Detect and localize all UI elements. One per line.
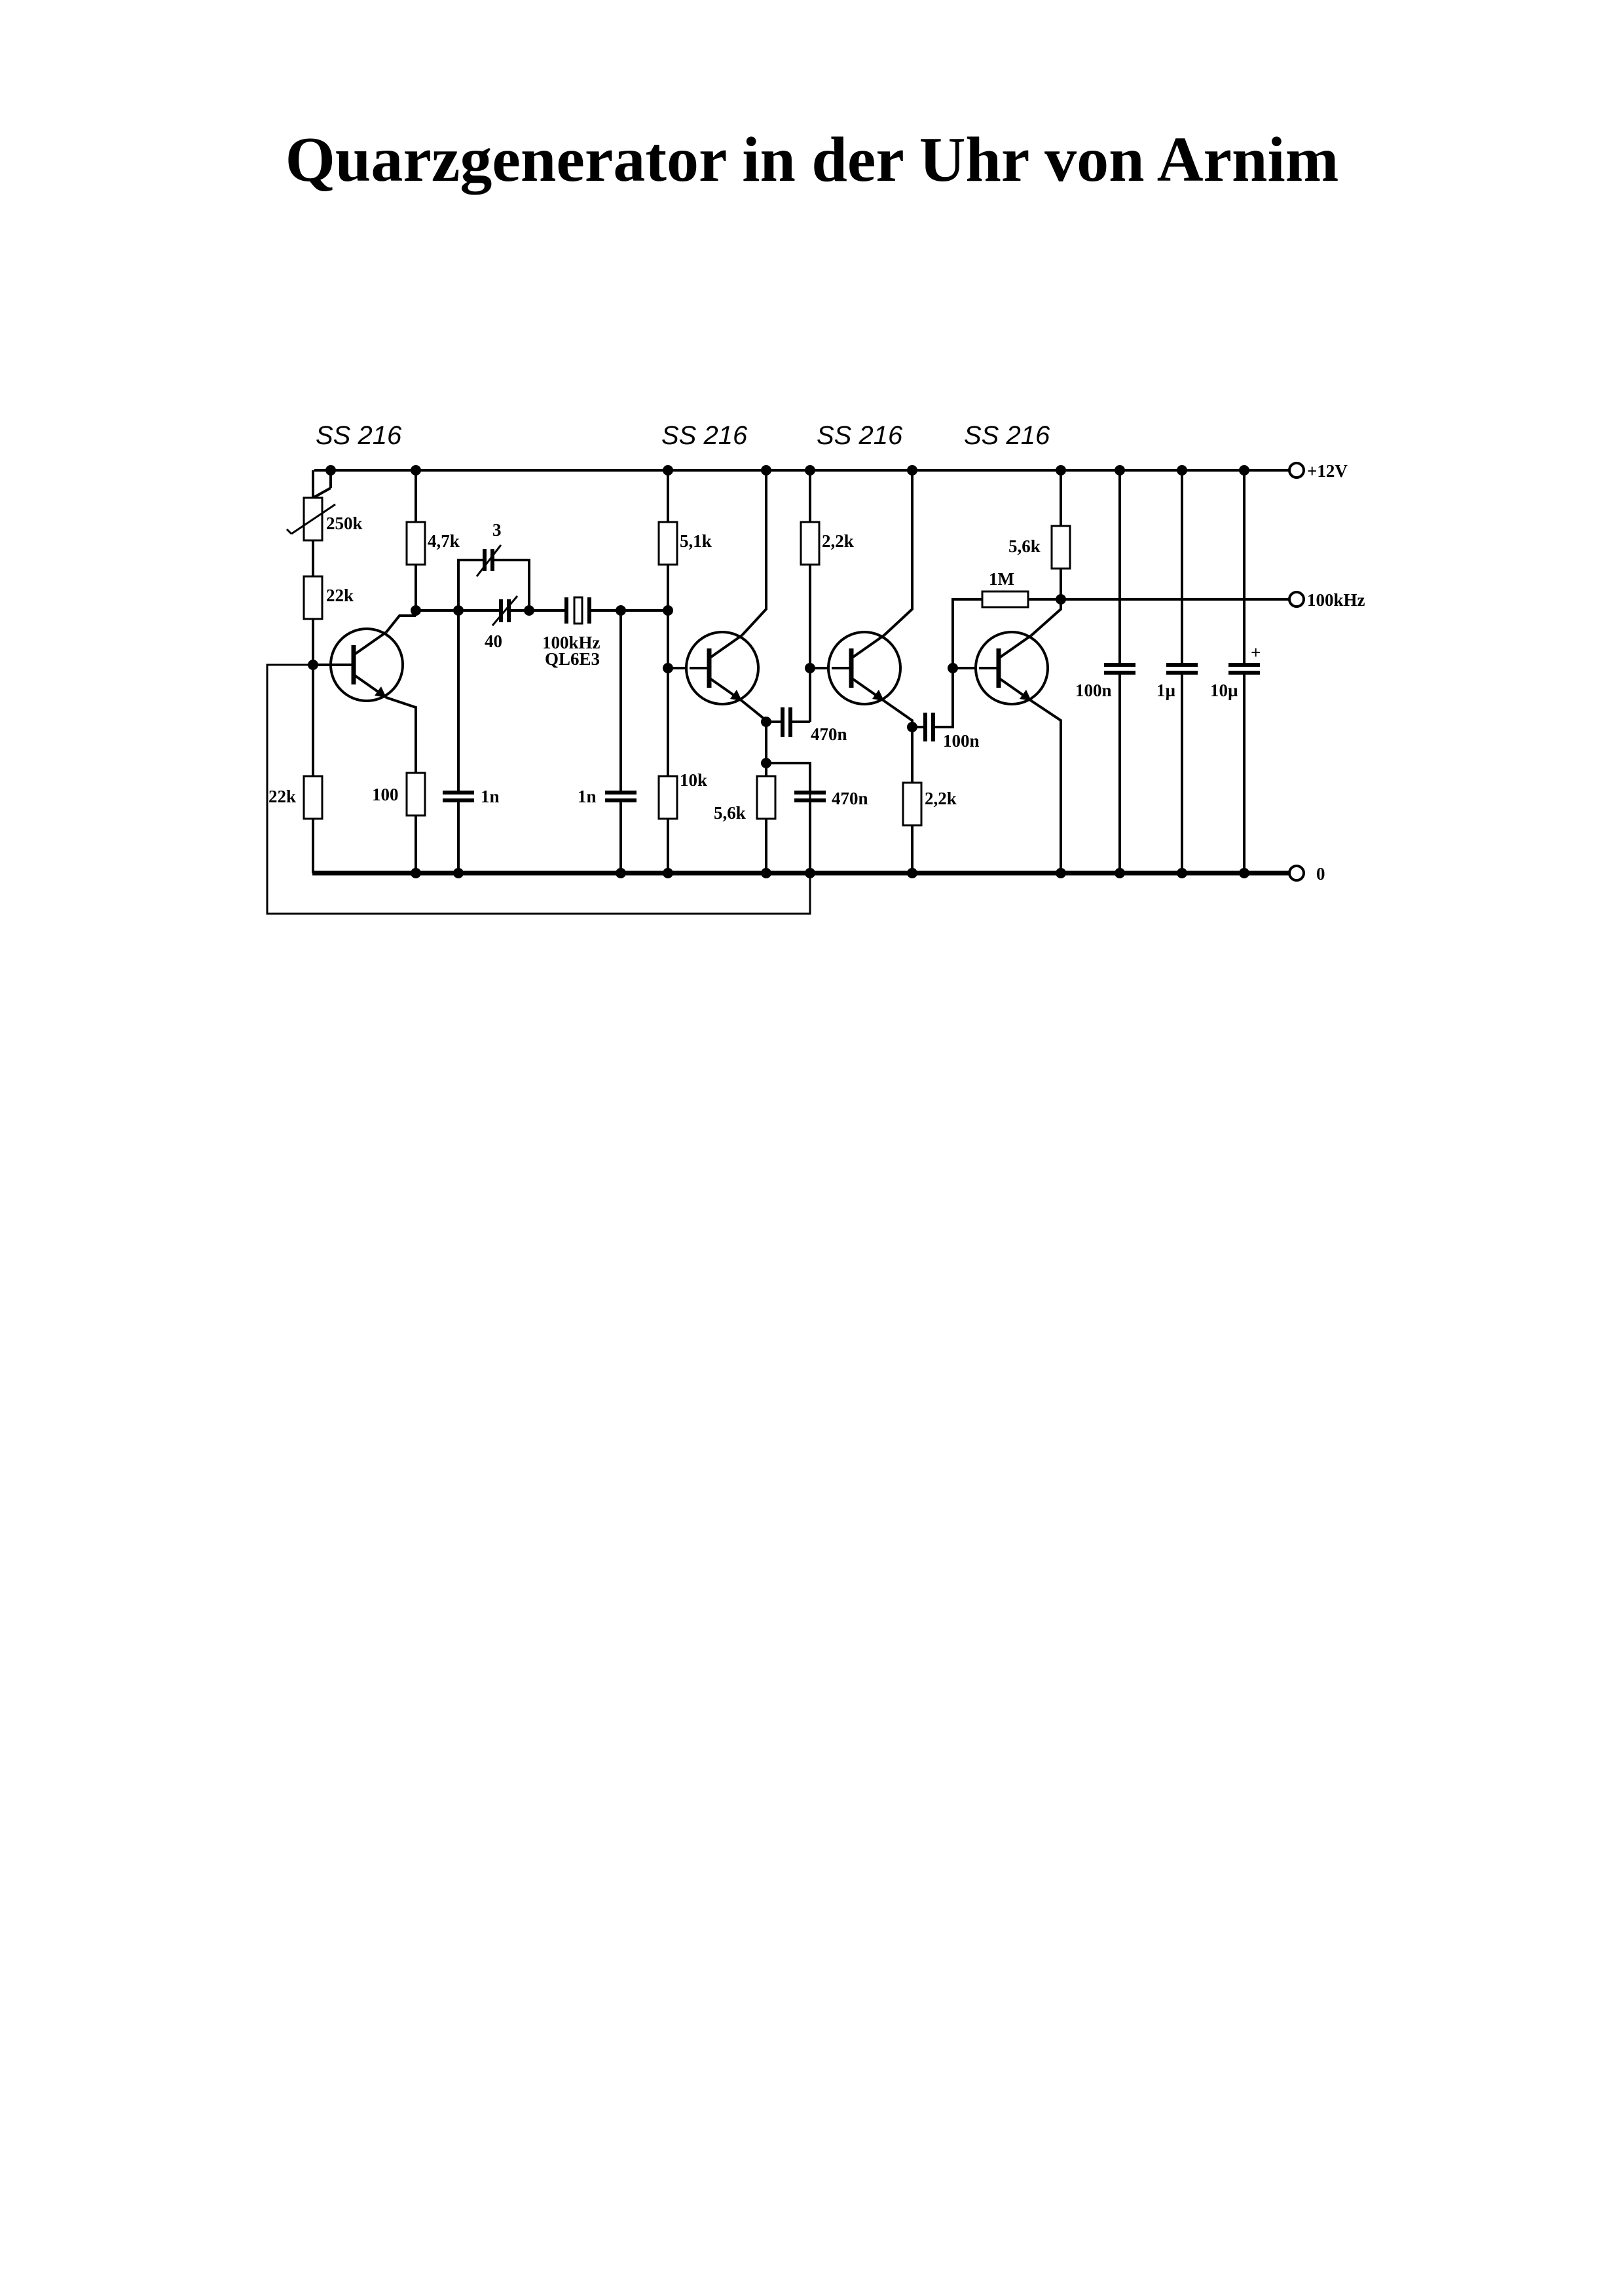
ground-terminal-label: 0 — [1316, 864, 1325, 884]
transistor-4-arrow — [1020, 690, 1031, 701]
wire — [951, 598, 982, 668]
cap-filter-3-label: 10µ — [1210, 681, 1238, 700]
resistor-emitter-1-label: 100 — [372, 785, 399, 804]
resistor-base-2-bottom — [657, 775, 678, 820]
resistor-bias-bottom-label: 22k — [268, 787, 296, 806]
resistor-emitter-1 — [405, 772, 426, 817]
wire — [766, 762, 811, 793]
cap-filter-1-label: 100n — [1075, 681, 1112, 700]
resistor-collector-4-label: 5,6k — [1008, 536, 1041, 556]
resistor-bias-top — [303, 575, 323, 620]
transistor-3 — [827, 631, 902, 705]
trimpot-arrow — [291, 503, 336, 535]
resistor-base-2-bottom-label: 10k — [680, 770, 707, 790]
transistor-label-1: SS 216 — [316, 421, 402, 450]
output-terminal — [1288, 591, 1305, 608]
transistor-label-2: SS 216 — [661, 421, 748, 450]
resistor-emitter-3-label: 2,2k — [925, 789, 957, 808]
resistor-bias-bottom — [303, 775, 323, 820]
cap-coupling-3-label: 100n — [943, 731, 980, 751]
cap-1n-left-label: 1n — [481, 787, 500, 806]
ground-terminal — [1288, 865, 1305, 882]
transistor-1-collector — [352, 631, 388, 656]
cap-emitter-2-label: 470n — [832, 789, 868, 808]
wire — [492, 559, 530, 610]
wire — [883, 700, 913, 783]
wire — [312, 487, 331, 499]
resistor-collector-4 — [1050, 525, 1071, 570]
page-title: Quarzgenerator in der Uhr von Arnim — [285, 124, 1339, 195]
wire — [741, 470, 767, 637]
junction-dots — [308, 465, 1249, 878]
resistor-feedback-4 — [981, 590, 1029, 608]
cap-filter-2-label: 1µ — [1156, 681, 1176, 700]
cap-1n-right-label: 1n — [578, 787, 597, 806]
trimcap-small-arrow — [475, 544, 502, 577]
output-terminal-label: 100kHz — [1307, 590, 1365, 610]
wire — [1030, 569, 1062, 637]
supply-terminal — [1288, 462, 1305, 479]
cap-filter-3-polarity: + — [1251, 643, 1261, 662]
resistor-emitter-2 — [756, 775, 777, 820]
supply-terminal-label: +12V — [1307, 461, 1348, 481]
trimcap-small-label: 3 — [492, 520, 502, 540]
crystal — [573, 596, 583, 625]
transistor-label-4: SS 216 — [964, 421, 1050, 450]
trimcap-large-label: 40 — [485, 631, 502, 651]
crystal-frequency-label: 100kHz — [542, 633, 600, 652]
resistor-collector-1-label: 4,7k — [428, 531, 460, 551]
transistor-2-arrow — [730, 690, 742, 701]
trimpot-label: 250k — [326, 514, 363, 533]
wire — [386, 696, 417, 773]
resistor-collector-3 — [800, 521, 821, 566]
resistor-emitter-3 — [902, 781, 923, 827]
wire — [933, 668, 954, 728]
resistor-base-2-top — [657, 521, 678, 566]
transistor-1-arrow — [375, 686, 386, 698]
resistor-feedback-4-label: 1M — [989, 569, 1014, 589]
cap-coupling-2-label: 470n — [811, 724, 847, 744]
wire — [883, 470, 913, 637]
wire — [457, 559, 485, 610]
trimcap-large-arrow — [491, 595, 519, 626]
crystal-type-label: QL6E3 — [545, 649, 600, 669]
transistor-4 — [974, 631, 1049, 705]
wire — [385, 614, 416, 633]
wire — [1030, 700, 1062, 873]
resistor-base-2-top-label: 5,1k — [680, 531, 712, 551]
transistor-3-arrow — [872, 690, 884, 701]
transistor-2-collector — [708, 634, 743, 660]
transistor-2 — [685, 631, 760, 705]
transistor-4-collector — [997, 634, 1033, 660]
resistor-collector-3-label: 2,2k — [822, 531, 854, 551]
resistor-collector-1 — [405, 521, 426, 566]
transistor-3-collector — [850, 634, 885, 660]
resistor-bias-top-label: 22k — [326, 586, 354, 605]
trimpot-arrow-tick — [286, 528, 293, 535]
resistor-emitter-2-label: 5,6k — [714, 803, 746, 823]
transistor-label-3: SS 216 — [817, 421, 903, 450]
